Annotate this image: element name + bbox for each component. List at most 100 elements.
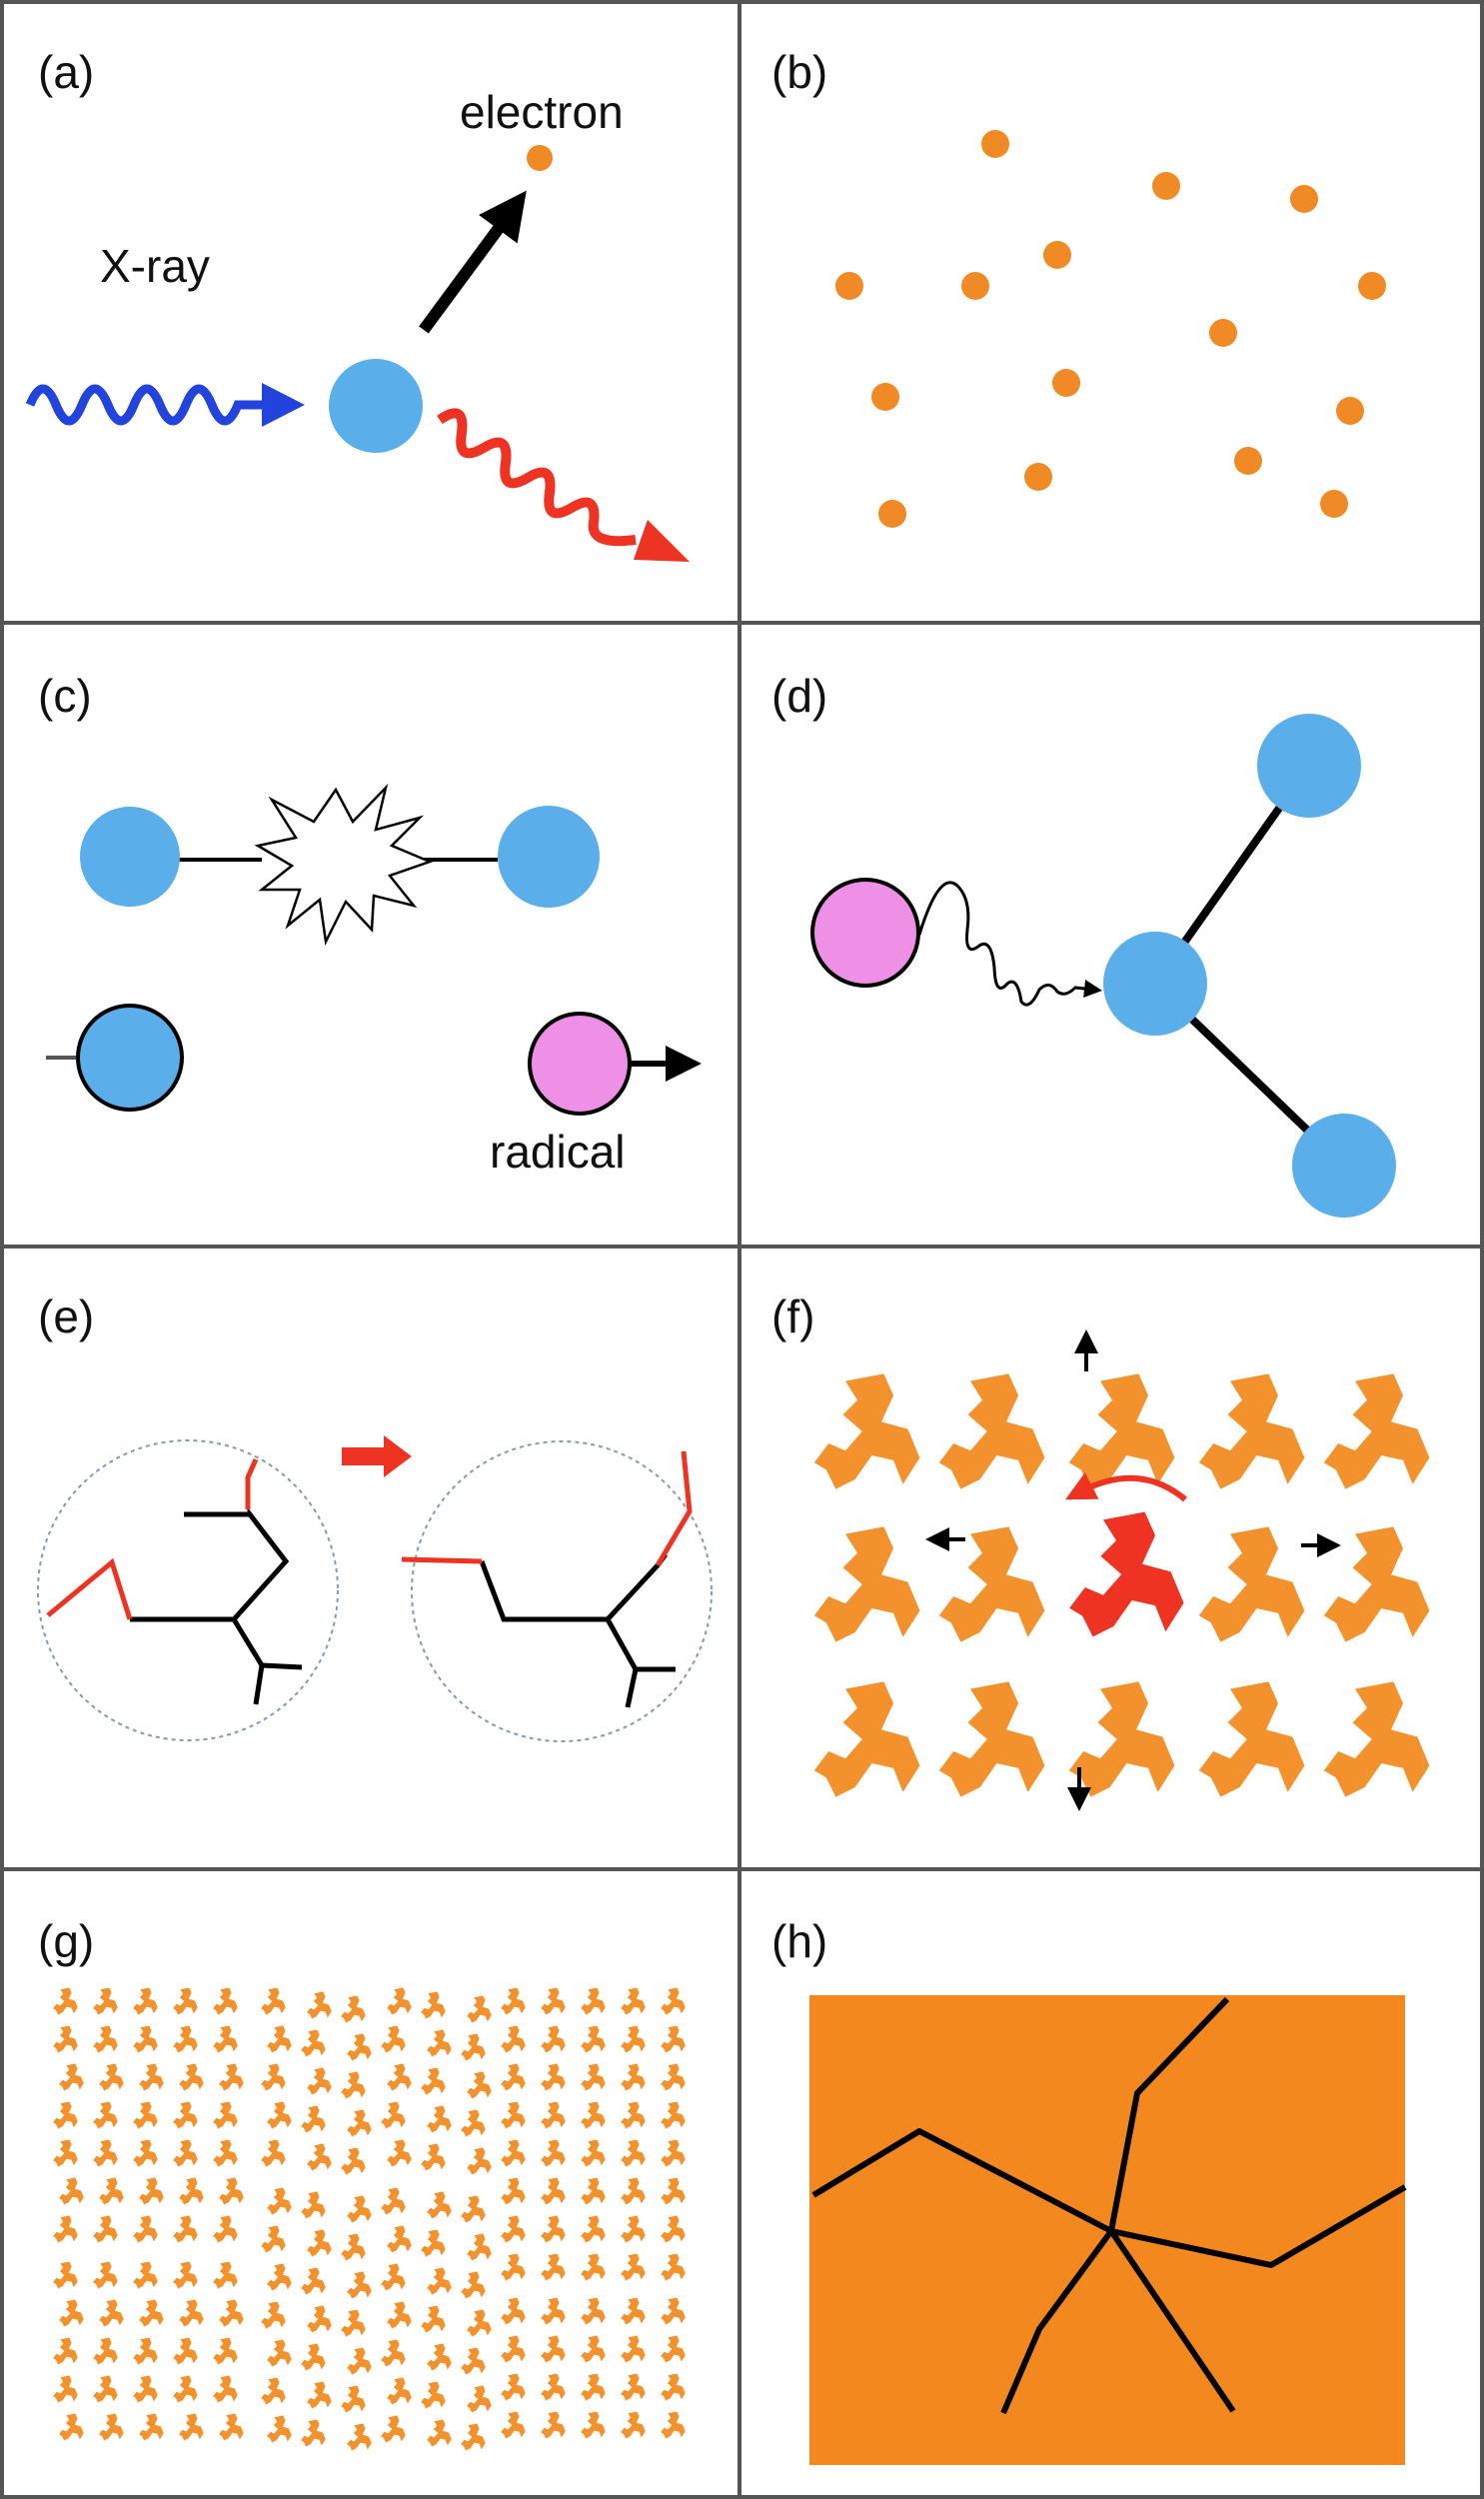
molecule-shape-icon bbox=[93, 2025, 118, 2053]
molecule-shape-icon bbox=[179, 2299, 204, 2327]
molecule-shape-icon bbox=[341, 2071, 366, 2099]
molecule-shape-icon bbox=[461, 2109, 486, 2137]
molecule-shape-icon bbox=[133, 2215, 158, 2243]
molecule-shape-icon bbox=[621, 1987, 646, 2015]
molecule-shape-icon bbox=[99, 2063, 124, 2091]
molecule-shape-icon bbox=[173, 2139, 198, 2167]
molecule-shape-icon bbox=[347, 2195, 372, 2223]
molecule-shape-icon bbox=[387, 2139, 412, 2167]
molecule-shape-icon bbox=[301, 2105, 326, 2133]
molecule-shape-icon bbox=[661, 2297, 686, 2325]
curved-arrow-icon bbox=[1065, 1472, 1187, 1502]
atom bbox=[80, 807, 180, 907]
molecule-shape-icon bbox=[621, 2025, 646, 2053]
molecule-shape-icon bbox=[661, 2373, 686, 2401]
molecule-shape-icon bbox=[53, 2025, 78, 2053]
molecule-shape-icon bbox=[387, 1987, 412, 2015]
molecule-shape-icon bbox=[307, 2305, 332, 2333]
molecule-shape-icon bbox=[59, 2413, 84, 2441]
molecule-shape-icon bbox=[661, 2177, 686, 2205]
molecule-shape-icon bbox=[501, 2101, 526, 2129]
molecule-shape-icon bbox=[261, 2063, 286, 2091]
electron-dot bbox=[1024, 463, 1052, 491]
molecule-shape-icon bbox=[133, 2375, 158, 2403]
molecule-shape-icon bbox=[213, 2215, 238, 2243]
molecule-shape-icon bbox=[661, 2063, 686, 2091]
electron-dot bbox=[1152, 172, 1180, 200]
molecule-shape-icon bbox=[133, 2101, 158, 2129]
molecule-shape-icon bbox=[621, 2373, 646, 2401]
molecule-shape-icon bbox=[59, 2177, 84, 2205]
molecule-shape-icon bbox=[427, 2191, 452, 2219]
molecule-shape-icon bbox=[139, 2299, 164, 2327]
molecule-shape-icon bbox=[93, 2261, 118, 2289]
panel-f-annotations bbox=[925, 1329, 1341, 1811]
wavy-arrow-icon bbox=[437, 408, 637, 547]
molecule-shape-icon bbox=[179, 2177, 204, 2205]
molecule-shape-icon bbox=[501, 2373, 526, 2401]
molecule-shape-icon bbox=[347, 2109, 372, 2137]
molecule-shape-icon bbox=[347, 2347, 372, 2375]
molecule-shape-icon bbox=[421, 2143, 446, 2171]
panel-label-c: (c) bbox=[38, 670, 92, 722]
molecule-shape-icon bbox=[461, 2271, 486, 2299]
crack-line bbox=[1110, 2184, 1407, 2268]
crack-line bbox=[811, 2128, 1113, 2234]
molecule-shape-icon bbox=[581, 2373, 606, 2401]
molecule-shape-icon bbox=[581, 2063, 606, 2091]
molecule-shape-icon bbox=[387, 2377, 412, 2405]
molecule-shape-icon bbox=[621, 2101, 646, 2129]
panel-label-e: (e) bbox=[38, 1290, 94, 1342]
molecule-shape-icon bbox=[938, 1681, 1045, 1797]
molecule-shape-icon bbox=[381, 2339, 406, 2367]
molecule-shape-icon bbox=[813, 1526, 920, 1642]
molecule-shape-icon bbox=[1198, 1373, 1305, 1489]
molecule-shape-icon bbox=[467, 2233, 492, 2261]
crack-line bbox=[1108, 1996, 1230, 2232]
molecule-shape-icon bbox=[661, 2411, 686, 2439]
molecule-shape-icon bbox=[1323, 1526, 1430, 1642]
molecule-shape-icon bbox=[301, 2343, 326, 2371]
electron-dot bbox=[1320, 490, 1348, 518]
molecule-shape-icon bbox=[261, 2301, 286, 2329]
molecule-shape-icon bbox=[307, 2381, 332, 2409]
electron-trajectory-arrow bbox=[419, 190, 527, 334]
chain-region-before bbox=[37, 1439, 339, 1741]
molecule-shape-icon bbox=[261, 1987, 286, 2015]
panel-g bbox=[53, 1987, 686, 2451]
atom bbox=[1103, 932, 1207, 1036]
molecule-shape-icon bbox=[1198, 1681, 1305, 1797]
panel-label-f: (f) bbox=[771, 1290, 814, 1342]
molecule-shape-icon bbox=[541, 2025, 566, 2053]
panel-label-b: (b) bbox=[771, 46, 827, 98]
molecule-shape-icon bbox=[621, 2253, 646, 2281]
molecule-shape-icon bbox=[501, 2411, 526, 2439]
molecule-shape-icon bbox=[421, 2305, 446, 2333]
molecule-shape-icon bbox=[261, 2225, 286, 2253]
molecule-shape-icon bbox=[581, 2297, 606, 2325]
molecule-shape-icon bbox=[213, 2139, 238, 2167]
molecule-shape-icon bbox=[267, 2263, 292, 2291]
molecule-shape-icon bbox=[427, 2105, 452, 2133]
molecule-shape-icon bbox=[53, 2101, 78, 2129]
molecule-shape-icon bbox=[53, 2261, 78, 2289]
molecule-shape-icon bbox=[461, 2195, 486, 2223]
atom bbox=[1292, 1114, 1396, 1218]
molecule-shape-icon bbox=[501, 2139, 526, 2167]
molecule-shape-icon bbox=[307, 2143, 332, 2171]
molecule-shape-icon bbox=[813, 1681, 920, 1797]
molecule-shape-icon bbox=[59, 2299, 84, 2327]
molecule-shape-icon bbox=[301, 2029, 326, 2057]
panel-label-h: (h) bbox=[771, 1915, 827, 1967]
molecule-shape-icon bbox=[581, 2253, 606, 2281]
molecule-shape-icon bbox=[99, 2413, 124, 2441]
molecule-shape-icon bbox=[93, 2337, 118, 2365]
molecule-shape-icon bbox=[267, 2101, 292, 2129]
chain-modified bbox=[46, 1557, 133, 1620]
molecule-shape-icon bbox=[301, 2191, 326, 2219]
radical-atom bbox=[810, 878, 920, 988]
molecule-shape-icon bbox=[661, 2335, 686, 2363]
molecule-shape-icon bbox=[341, 2385, 366, 2413]
molecule-shape-icon bbox=[219, 2413, 244, 2441]
molecule-shape-icon bbox=[661, 2139, 686, 2167]
